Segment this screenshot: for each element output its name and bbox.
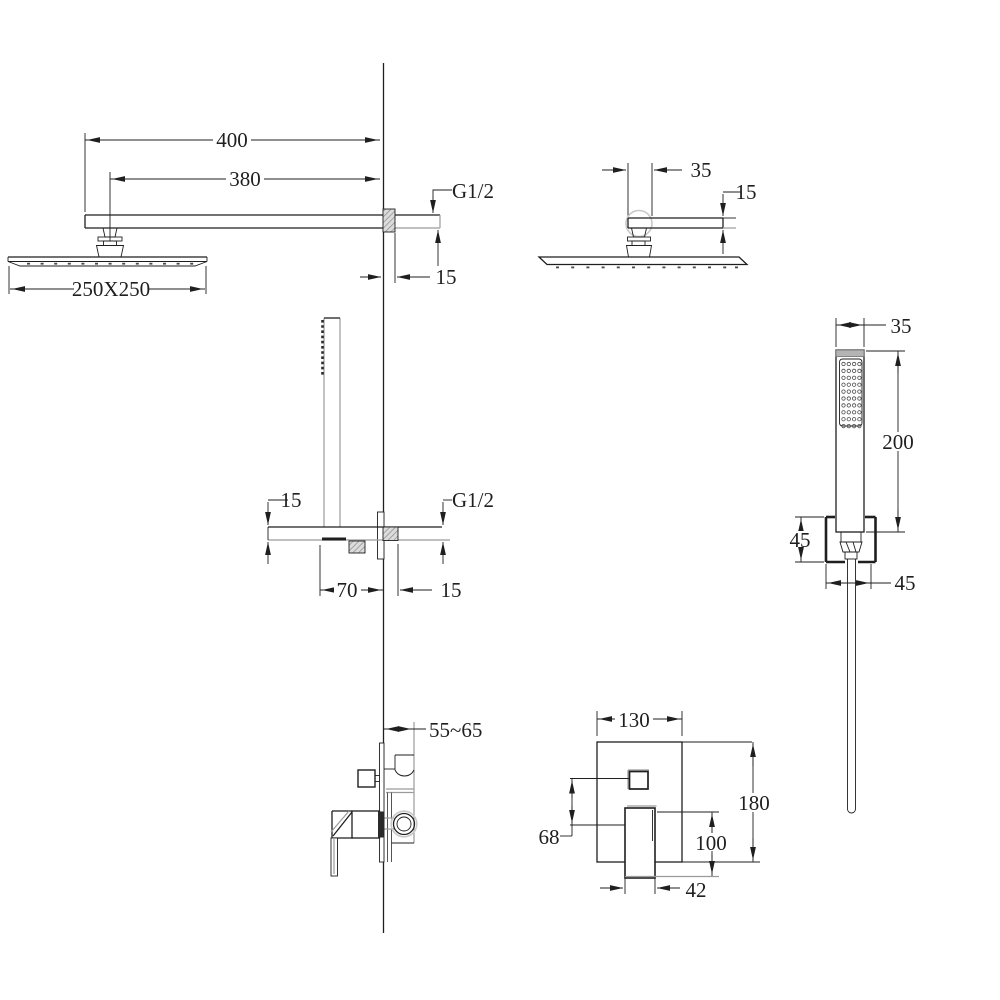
dim-arm-thickness: 15: [720, 180, 757, 254]
dim-bar-thickness: 15: [265, 488, 302, 564]
rain-shower-head-side: [537, 256, 749, 269]
dim-head-width: 35: [835, 314, 912, 347]
dim-label-g12: G1/2: [452, 488, 494, 512]
rain-shower-side-view: 35 15: [537, 158, 757, 269]
mixer-handle-front: [624, 805, 657, 894]
dim-label-400: 400: [216, 128, 248, 152]
dim-label-180: 180: [738, 791, 770, 815]
ball-joint-circle: [625, 209, 653, 238]
outlet-halo: [390, 810, 418, 838]
dim-offset-70: 70: [319, 545, 383, 602]
shower-arm-profile: [627, 217, 736, 229]
dim-label-15: 15: [441, 578, 462, 602]
dim-handle-length: 100: [625, 811, 731, 878]
dim-label-70: 70: [337, 578, 358, 602]
wall-connector-hatch: [382, 526, 399, 541]
holder-block-hatch: [348, 540, 366, 554]
outlet-port-inner: [396, 816, 412, 832]
dim-label-45: 45: [790, 528, 811, 552]
dim-wall-offset-15: 15: [397, 544, 462, 602]
mixer-side-view: 55~65: [330, 718, 482, 877]
dim-thread-g12: G1/2: [430, 179, 494, 266]
rain-shower-front-view: 400 380 G1/2 15: [7, 128, 494, 301]
rain-shower-head: [7, 256, 208, 267]
dim-label-250x250: 250X250: [72, 277, 150, 301]
dim-label-g12: G1/2: [452, 179, 494, 203]
hand-shower-body: [835, 349, 865, 533]
arm-head-connector-side: [625, 227, 653, 258]
hand-shower-wall-view: 15 G1/2 70 15: [265, 317, 494, 602]
dim-label-15: 15: [281, 488, 302, 512]
dim-wall-offset: 15: [360, 233, 457, 289]
dim-plate-width: 130: [596, 708, 683, 736]
shower-arm: [84, 214, 441, 229]
diverter-knob-side: [357, 769, 380, 788]
dim-label-35: 35: [891, 314, 912, 338]
dim-handle-width: 42: [600, 878, 707, 902]
dim-arm-total: 400: [84, 128, 380, 212]
dim-bracket-width: 45: [825, 564, 916, 595]
dim-plate-height: 180: [735, 742, 773, 862]
outlet-port-outer: [392, 812, 416, 836]
diverter-button: [627, 769, 649, 790]
holder-bar: [267, 526, 450, 541]
nozzle-dots: [27, 262, 194, 265]
hand-shower-body-side: [321, 317, 341, 527]
escutcheon-edge: [379, 742, 385, 863]
dim-label-130: 130: [618, 708, 650, 732]
dim-label-35: 35: [691, 158, 712, 182]
spray-nozzle-grid: [841, 361, 862, 429]
dim-label-200: 200: [882, 430, 914, 454]
dim-label-15: 15: [736, 180, 757, 204]
dim-button-offset: 68: [539, 778, 629, 849]
dim-label-45: 45: [895, 571, 916, 595]
nozzle-dots: [556, 266, 738, 269]
dim-joint-width: 35: [602, 158, 712, 216]
dim-head-size: 250X250: [8, 266, 207, 301]
dim-bracket-height: 45: [788, 516, 824, 563]
mixer-handle-side: [330, 810, 384, 877]
dim-embed-depth: 55~65: [384, 718, 482, 742]
wall-flange-hatch: [382, 208, 396, 233]
dim-thread-g12: G1/2: [440, 488, 494, 564]
valve-body-embedded: [384, 722, 418, 862]
head-top-cap: [835, 349, 865, 357]
mixer-front-view: 130 180 68 100: [539, 708, 773, 902]
dim-label-380: 380: [229, 167, 261, 191]
dim-label-55-65: 55~65: [429, 718, 482, 742]
hand-shower-front-view: 35: [788, 314, 917, 814]
dim-label-42: 42: [686, 878, 707, 902]
hose-connector: [839, 531, 863, 560]
dim-label-15: 15: [436, 265, 457, 289]
dim-label-100: 100: [695, 831, 727, 855]
dim-arm-to-head: 380: [109, 167, 380, 241]
dim-label-68: 68: [539, 825, 560, 849]
holder-bracket: [824, 515, 877, 564]
shower-hose: [847, 559, 856, 814]
dim-total-length: 200: [866, 350, 917, 533]
